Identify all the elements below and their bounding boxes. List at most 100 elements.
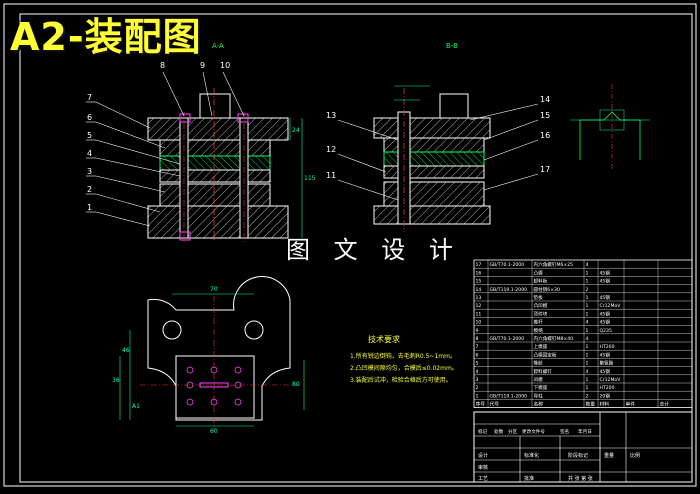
bom-header: 序号代号名称数量材料单件总计: [476, 401, 670, 408]
inner-border: [19, 13, 693, 483]
dim-bottom-label: 60: [210, 428, 218, 435]
bom-cell: 1: [586, 279, 589, 285]
tb-header-cell: 分区: [508, 428, 518, 435]
leader-line: [95, 139, 181, 165]
bom-cell: 45钢: [600, 310, 611, 317]
pin-hole: [234, 398, 242, 406]
bom-cell: 45钢: [600, 294, 611, 301]
plan-view: 70 60 46 36 A1 80: [112, 276, 305, 435]
part-number: 6: [87, 113, 92, 122]
bom-cell: 聚氨酯: [600, 360, 614, 367]
bom-cell: 圆柱销6×30: [534, 286, 560, 293]
bom-cell: 下模座: [534, 384, 548, 391]
tb-sheet: 共 张 第 张: [568, 475, 593, 482]
guide-hole-left: [162, 320, 182, 340]
leader-line: [95, 121, 166, 149]
title-block: 标记处数分区更改文件号签名年月日 设计 标准化 审核 工艺 批准 阶段标记 重量…: [473, 411, 693, 483]
bom-cell: HT200: [600, 344, 615, 350]
bom-cell: 9: [476, 328, 479, 334]
bom-cell: Cr12MoV: [600, 303, 622, 309]
shank: [199, 93, 231, 119]
bom-cell: 橡胶: [534, 360, 544, 367]
bom-row: 8 GB/T70.1-2000 内六角螺钉M8×40 4: [476, 335, 589, 342]
bom-cell: 1: [586, 377, 589, 383]
bom-header-cell: 数量: [586, 401, 596, 408]
guide-hole-right: [244, 320, 264, 340]
bom-cell: GB/T70.1-2000: [490, 336, 525, 342]
bom-cell: 内六角螺钉M6×25: [534, 261, 574, 268]
lower-plate: [147, 205, 289, 239]
punch-holder: [159, 139, 271, 157]
bom-cell: Cr12MoV: [600, 377, 622, 383]
bom-cell: 垫板: [534, 294, 544, 301]
bom-header-cell: 材料: [600, 401, 610, 408]
tech-line-3: 3.装配后试冲，检验合格后方可使用。: [350, 376, 452, 384]
bom-cell: 1: [586, 352, 589, 358]
bom-cell: 8: [476, 336, 479, 342]
part-number: 11: [326, 171, 336, 180]
bom-cell: 模柄: [534, 327, 544, 334]
part-number: 7: [87, 93, 92, 102]
leader-line: [483, 173, 539, 191]
tb-scale: 比例: [630, 452, 640, 459]
part-number: 3: [87, 167, 92, 176]
bom-cell: 11: [476, 311, 482, 317]
detail-contour: [579, 111, 641, 160]
bom-cell: 顶件块: [534, 310, 548, 317]
bb-lower: [373, 205, 491, 225]
bom-cell: 1: [476, 393, 479, 399]
bom-cell: Q235: [600, 328, 612, 334]
bom-cell: 16: [476, 270, 482, 276]
bom-cell: HT200: [600, 385, 615, 391]
pin-hole: [186, 398, 194, 406]
bolt-head-tl: [179, 113, 191, 123]
tb-header-cell: 标记: [478, 428, 488, 435]
bom-cell: 凸模: [534, 269, 544, 276]
leader-line: [483, 119, 539, 141]
bb-upper: [373, 117, 491, 139]
bom-cell: 4: [586, 262, 589, 268]
part-number: 1: [87, 203, 92, 212]
die-insert: [175, 355, 255, 419]
bom-cell: 17: [476, 262, 482, 268]
tb-header-cell: 更改文件号: [522, 428, 545, 435]
part-number: 2: [87, 185, 92, 194]
tb-std: 标准化: [524, 452, 539, 459]
bom-cell: 4: [586, 336, 589, 342]
bom-cell: 15: [476, 279, 482, 285]
bom-cell: 内六角螺钉M8×40: [534, 335, 574, 342]
dim-right-label: 80: [292, 381, 300, 388]
part-number: 4: [87, 149, 92, 158]
tech-line-2: 2.凸凹模间隙均匀，合模后≤0.02mm。: [350, 364, 458, 372]
leader-line: [469, 103, 539, 121]
part-number: 10: [220, 61, 230, 70]
tech-title: 技术要求: [368, 334, 400, 344]
tb-weight: 重量: [604, 452, 614, 459]
bom-cell: 4: [586, 369, 589, 375]
section-label-aa: A-A: [212, 42, 224, 50]
bom-header-cell: 名称: [534, 401, 544, 408]
leader-line: [202, 71, 213, 117]
bom-cell: 7: [476, 344, 479, 350]
upper-plate: [147, 117, 289, 141]
sheet-border: [3, 3, 697, 487]
bom-cell: 卸料螺钉: [534, 368, 553, 375]
bom-cell: 12: [476, 303, 482, 309]
bom-cell: 10: [476, 320, 482, 326]
bolt-head-bl: [179, 231, 191, 241]
leader-line: [162, 71, 185, 117]
section-label-bb: B-B: [446, 42, 458, 50]
bom-cell: 凸凹模: [534, 302, 548, 309]
